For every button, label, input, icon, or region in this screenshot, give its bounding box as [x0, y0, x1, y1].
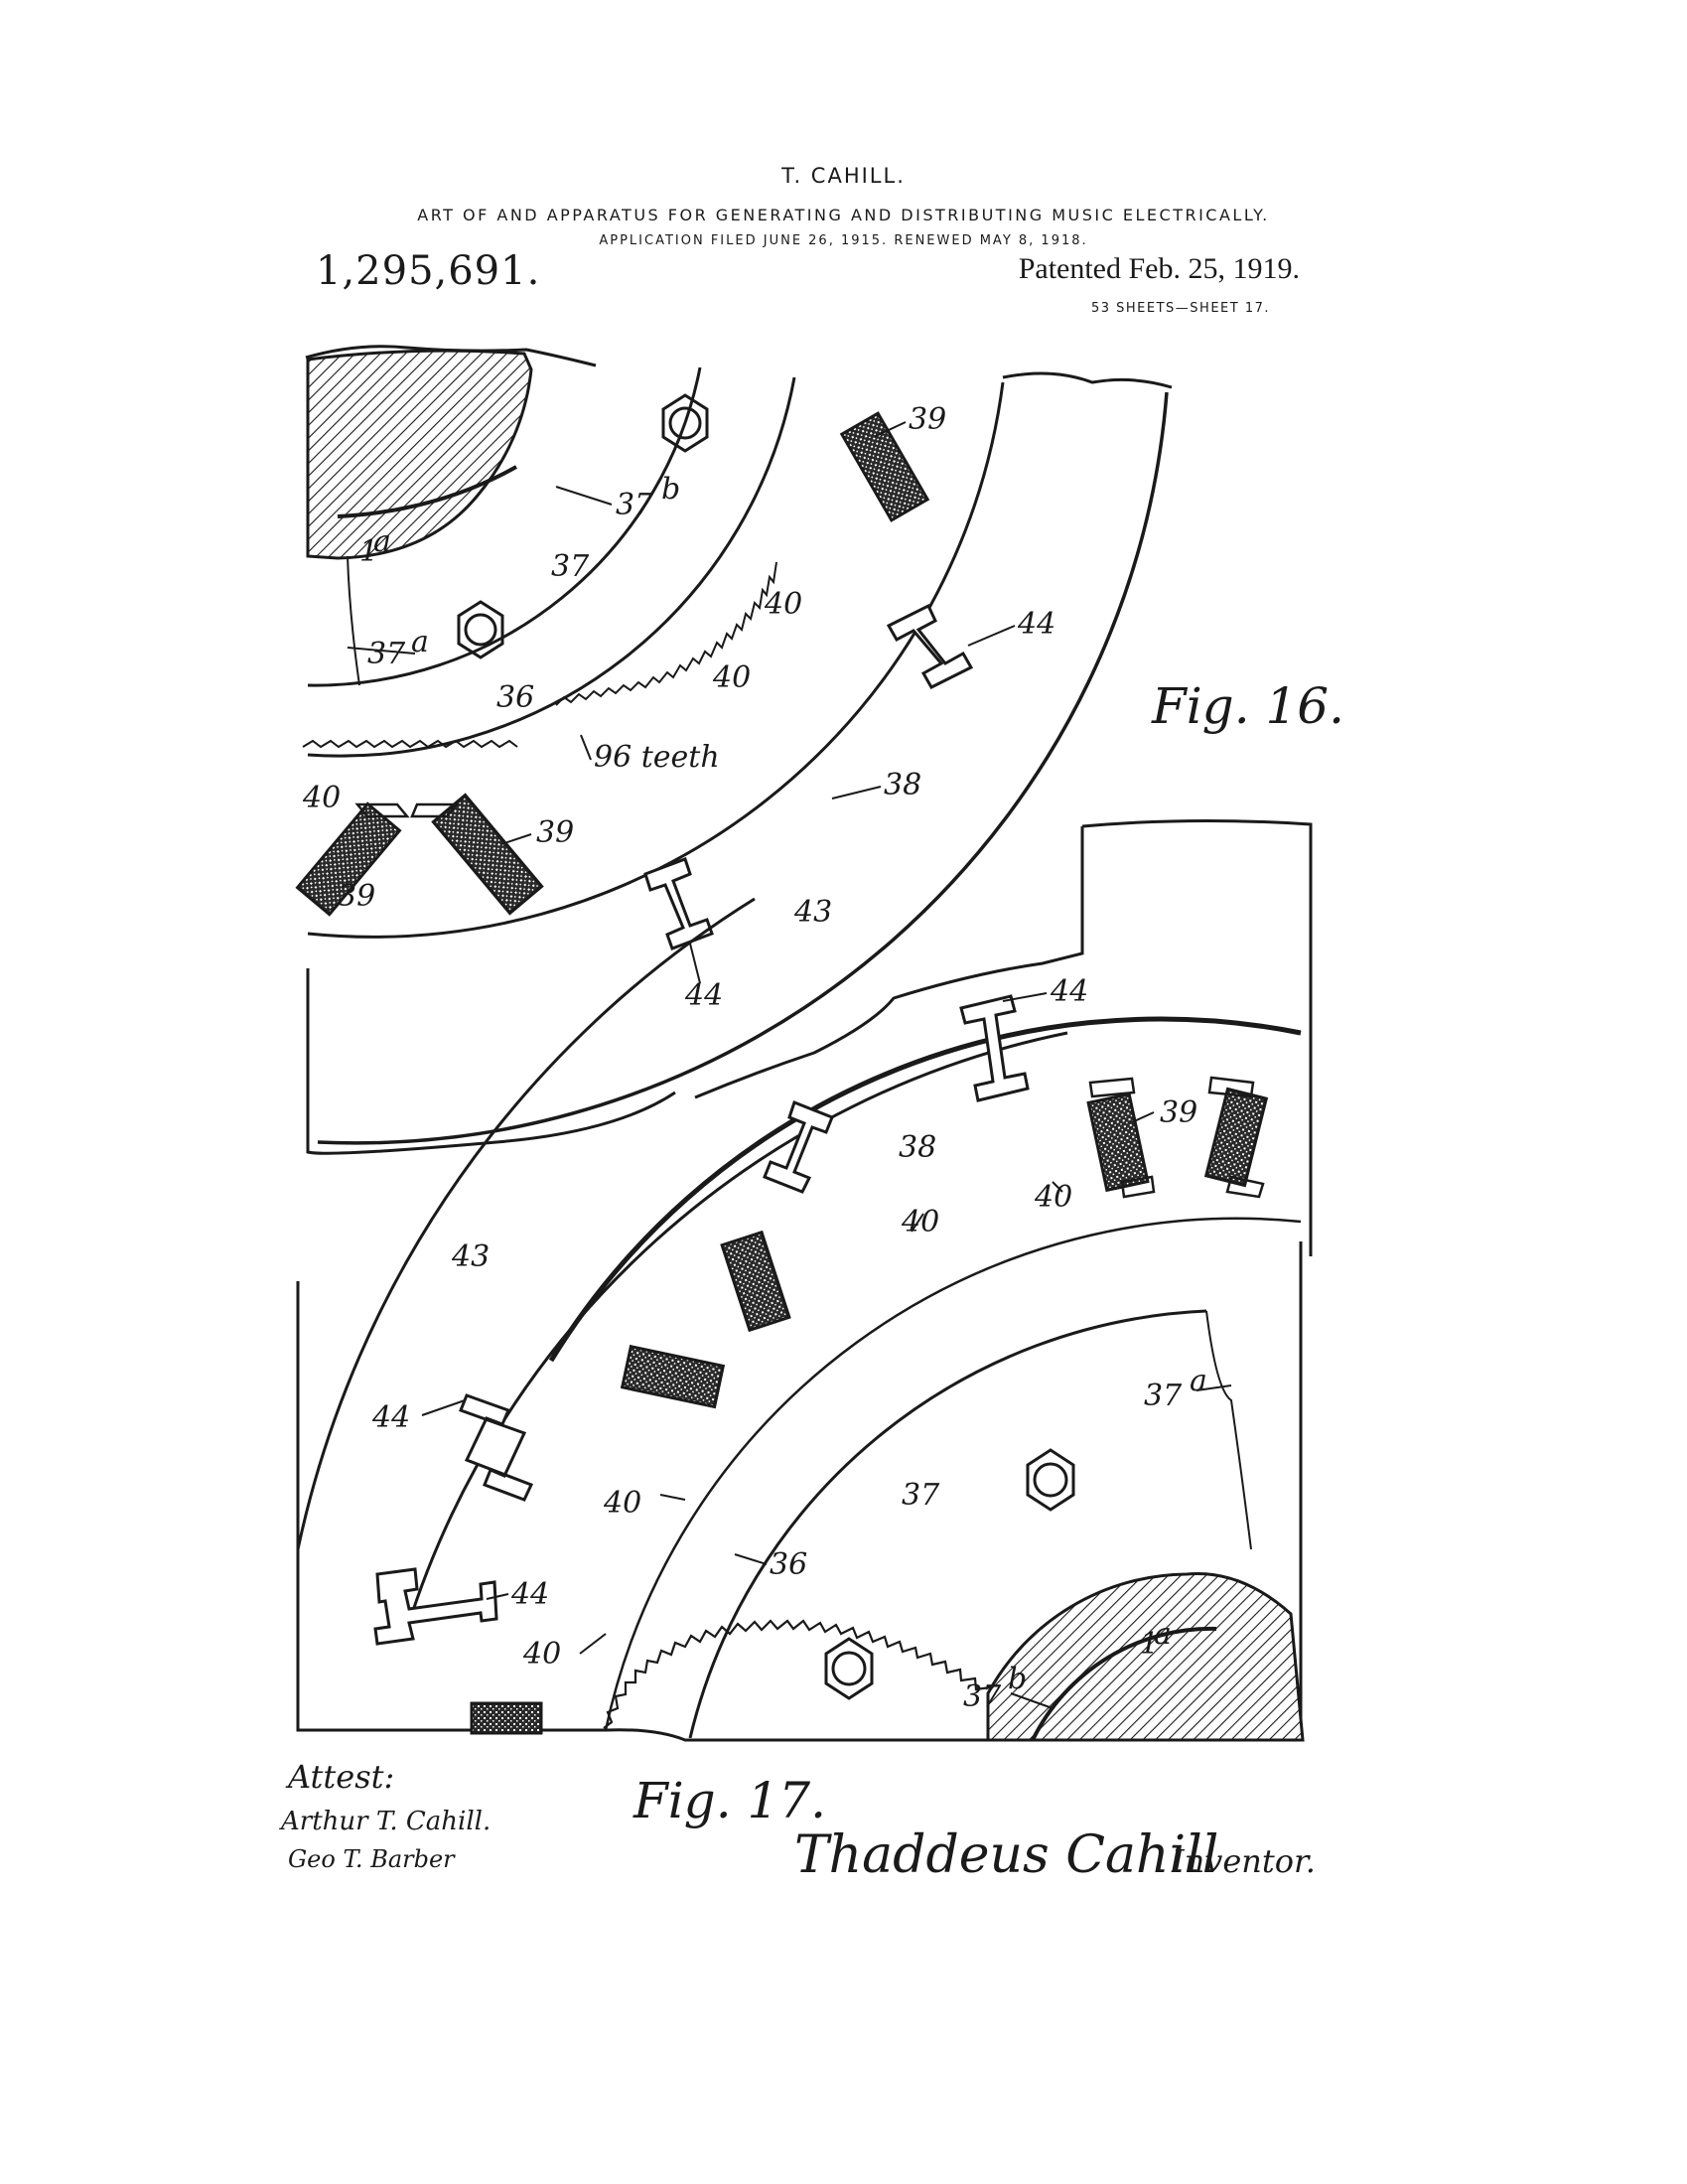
fig16-label-38: 38 — [884, 768, 921, 802]
fig17-label-37: 37 — [902, 1478, 940, 1513]
fig17-armature-38 — [407, 1033, 1067, 1629]
fig17-coil-39-a — [1088, 1094, 1148, 1191]
attest-label: Attest: — [285, 1758, 394, 1796]
fig17-label-44-c: 44 — [510, 1577, 549, 1612]
fig17-label-40-c: 40 — [603, 1486, 641, 1521]
fig16-label-1a-sup: a — [373, 524, 391, 559]
fig17-label-37b: 37 — [963, 1679, 1002, 1714]
fig17-key-44-d — [375, 1569, 496, 1644]
fig16-label-40-b: 40 — [712, 660, 751, 695]
fig17-label-44-a: 44 — [1050, 974, 1088, 1009]
fig16-shaft-section — [308, 351, 531, 558]
inventor-label: Inventor. — [1171, 1842, 1316, 1880]
fig16-label-40-a: 40 — [764, 587, 802, 622]
fig17-label-44-b: 44 — [371, 1400, 410, 1435]
inventor-signature: Thaddeus Cahill — [794, 1825, 1218, 1885]
fig16-label-37b-sup: b — [661, 472, 680, 507]
fig16-label-37: 37 — [551, 549, 590, 584]
figure-16 — [298, 347, 1172, 1154]
fig17-label-38: 38 — [899, 1130, 936, 1165]
fig16-label-39-b: 39 — [536, 815, 574, 850]
fig17-coil-39-e — [472, 1703, 541, 1733]
fig17-label-37a-sup: a — [1190, 1364, 1207, 1398]
fig16-label-39-top: 39 — [909, 402, 946, 437]
fig17-label-1a-sup: a — [1154, 1617, 1172, 1652]
fig16-label-39-c: 39 — [338, 879, 375, 914]
fig17-label-37a: 37 — [1144, 1379, 1183, 1413]
fig17-nut-upper — [1028, 1450, 1073, 1510]
fig16-label-96-teeth: 96 teeth — [594, 740, 720, 775]
fig16-label-43: 43 — [793, 895, 832, 930]
fig17-key-44-a — [961, 996, 1028, 1100]
fig17-label-39: 39 — [1160, 1095, 1197, 1130]
fig16-label-40-c: 40 — [302, 781, 341, 815]
fig16-key-44-upper — [889, 606, 971, 687]
fig16-label-44-lower: 44 — [684, 978, 723, 1013]
witness-signature-1: Arthur T. Cahill. — [279, 1807, 491, 1836]
fig17-label-40-a: 40 — [1034, 1180, 1072, 1215]
fig17-split-line-37a — [1206, 1311, 1251, 1549]
fig17-label-43: 43 — [451, 1239, 490, 1274]
fig17-coil-39-c — [722, 1233, 789, 1331]
fig17-iron-arc — [551, 1019, 1301, 1361]
fig17-label-40-d: 40 — [522, 1637, 561, 1672]
fig17-caption: Fig. 17. — [633, 1772, 826, 1829]
figure-17 — [298, 820, 1311, 1740]
fig17-key-44-b — [765, 1102, 832, 1192]
witness-signature-2: Geo T. Barber — [288, 1845, 456, 1873]
fig16-split-line-37a — [348, 556, 359, 685]
fig16-label-37a: 37 — [367, 637, 406, 671]
fig16-outer-lower-edge — [308, 968, 675, 1153]
fig16-label-36: 36 — [496, 680, 534, 715]
fig17-nut-lower — [826, 1639, 872, 1698]
fig16-label-37b: 37 — [616, 488, 654, 522]
fig17-label-37b-sup: b — [1008, 1662, 1027, 1696]
fig16-caption: Fig. 16. — [1151, 677, 1344, 735]
fig16-label-44-upper: 44 — [1017, 607, 1055, 642]
fig17-label-36: 36 — [770, 1547, 807, 1582]
fig17-key-44-c — [461, 1395, 531, 1500]
fig17-coil-39-b — [1206, 1089, 1267, 1185]
fig17-coil-39-d — [623, 1347, 724, 1407]
fig17-label-40-b: 40 — [901, 1205, 939, 1239]
